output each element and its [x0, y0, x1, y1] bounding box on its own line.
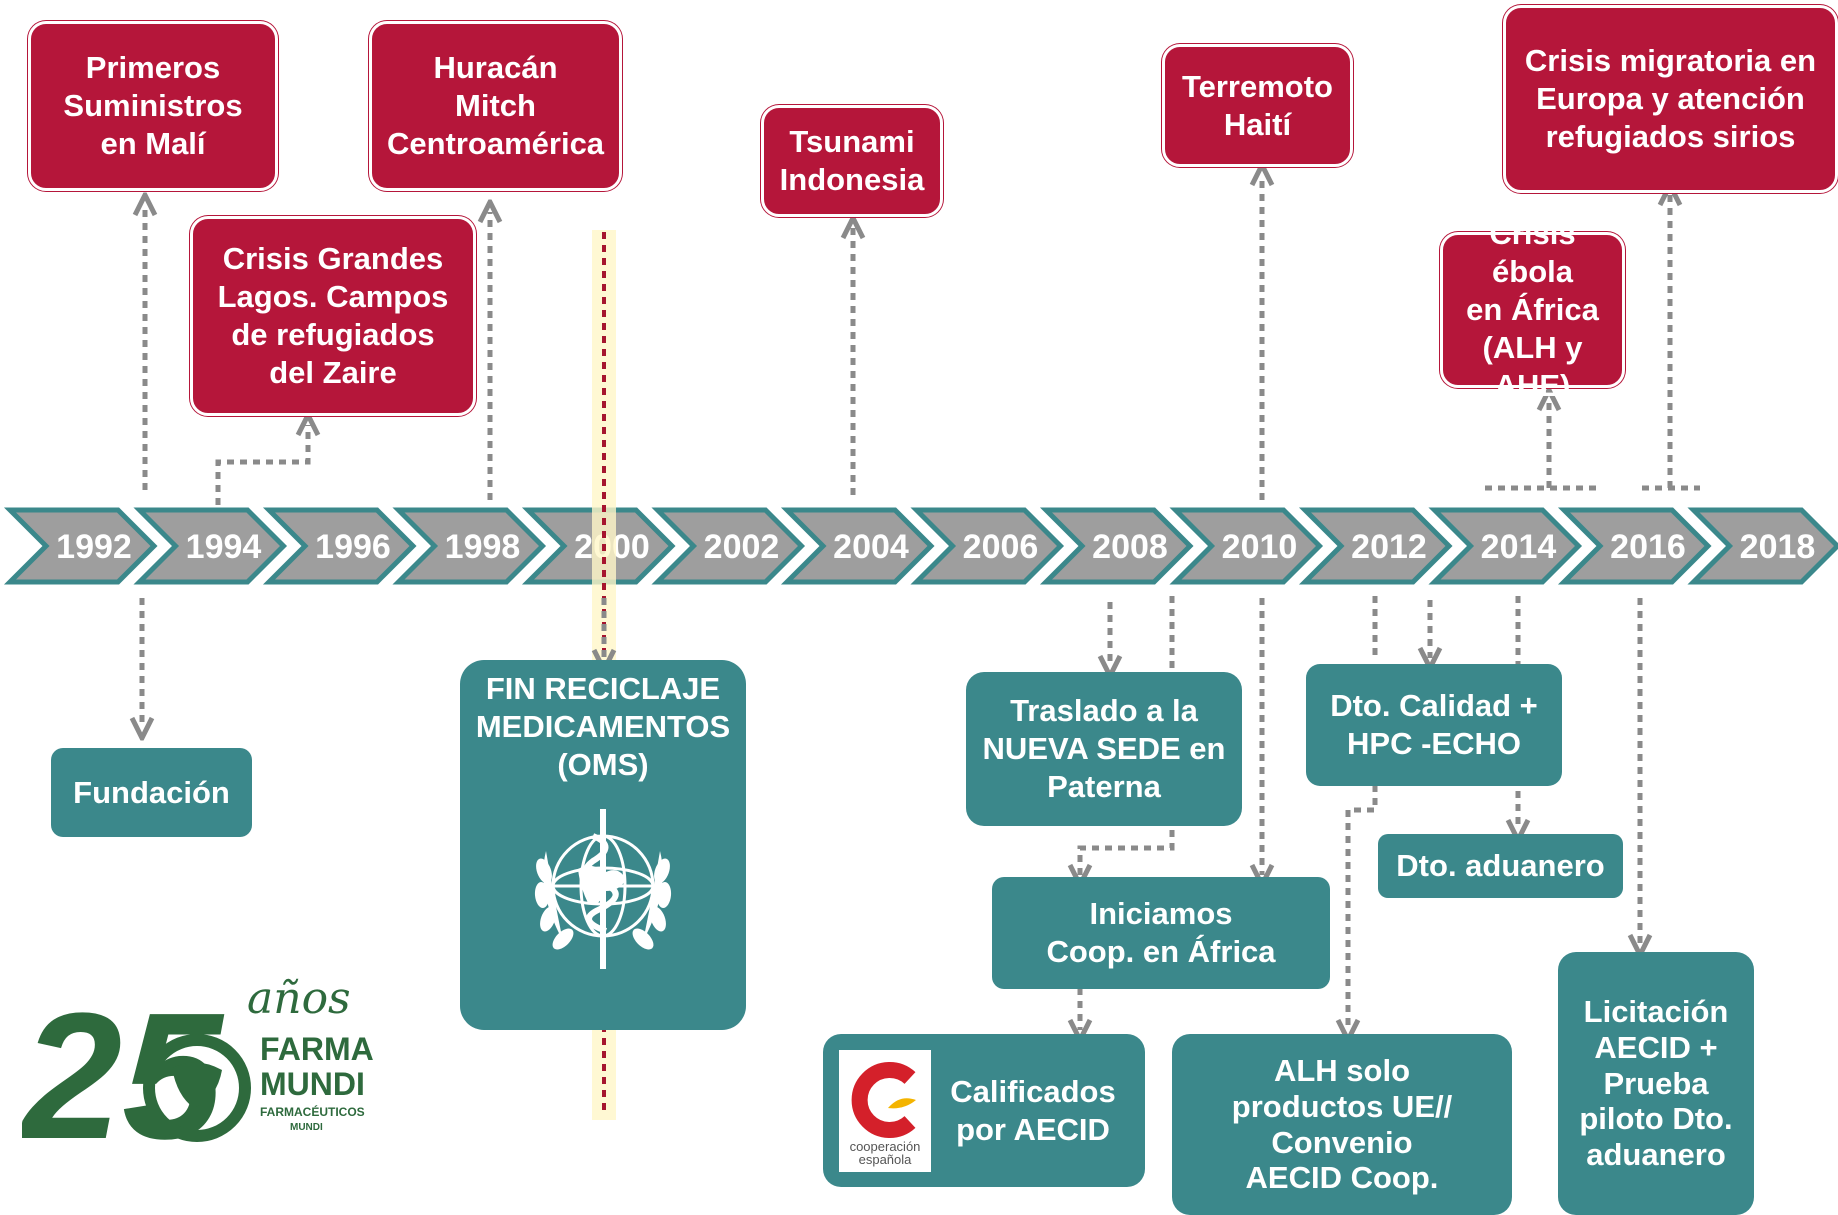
logo-globe [143, 1034, 251, 1142]
who-emblem-icon [534, 809, 672, 970]
timeline-chevron-2014 [1428, 507, 1583, 585]
year-label-2018: 2018 [1740, 528, 1816, 566]
year-label-1996: 1996 [315, 528, 391, 566]
year-label-2014: 2014 [1481, 528, 1557, 566]
milestone-licitacion-aecid: Licitación AECID + Prueba piloto Dto. ad… [1558, 952, 1754, 1215]
connector-migratoria [1642, 195, 1700, 491]
anniversary-logo-icon: 25 años FARMA MUNDI FARMACÉUTICOS MUNDI [22, 973, 374, 1158]
milestone-calificados-aecid: cooperación española Calificados por AEC… [823, 1034, 1145, 1187]
year-label-1994: 1994 [186, 528, 262, 566]
oms-text: FIN RECICLAJE MEDICAMENTOS (OMS) [475, 671, 731, 782]
event-tsunami-indonesia: Tsunami Indonesia [761, 105, 943, 217]
milestone-oms: FIN RECICLAJE MEDICAMENTOS (OMS) [460, 660, 746, 1030]
year-label-2006: 2006 [963, 528, 1039, 566]
event-crisis-ebola: Crisis ébola en África (ALH y AHE) [1440, 216, 1625, 403]
logo-brand1: FARMA [260, 1031, 374, 1067]
year-label-1992: 1992 [56, 528, 132, 566]
event-crisis-grandes-lagos: Crisis Grandes Lagos. Campos de refugiad… [190, 216, 476, 416]
timeline-chevron-1998 [392, 507, 547, 585]
coop-logo-line1: cooperación [849, 1139, 921, 1155]
year-label-2016: 2016 [1610, 528, 1686, 566]
timeline-chevron-2018 [1687, 507, 1838, 585]
timeline-chevron-2012 [1298, 507, 1453, 585]
connector-africa [1080, 596, 1175, 875]
event-huracan-mitch: Huracán Mitch Centroamérica [369, 21, 622, 191]
coop-logo-line2: española [858, 1152, 912, 1168]
connector-2012-alh [1348, 596, 1378, 1030]
timeline-chevron-2002 [651, 507, 806, 585]
milestone-fundacion: Fundación [51, 748, 252, 837]
timeline-chevron-2016 [1557, 507, 1712, 585]
connector-ebola [1485, 400, 1600, 491]
milestone-traslado-sede: Traslado a la NUEVA SEDE en Paterna [966, 672, 1242, 826]
timeline-chevron-1996 [262, 507, 417, 585]
milestone-iniciamos-africa: Iniciamos Coop. en África [992, 877, 1330, 989]
milestone-dto-calidad: Dto. Calidad + HPC -ECHO [1306, 664, 1562, 786]
cooperacion-espanola-logo-icon: cooperación española [839, 1049, 931, 1172]
year-label-2010: 2010 [1222, 528, 1298, 566]
year-label-2012: 2012 [1351, 528, 1427, 566]
logo-subtitle2: MUNDI [290, 1122, 323, 1133]
timeline-chevron-2006 [910, 507, 1065, 585]
timeline-chevron-1992 [3, 507, 158, 585]
logo-script: años [247, 973, 351, 1024]
year-label-2002: 2002 [704, 528, 780, 566]
year-label-2008: 2008 [1092, 528, 1168, 566]
milestone-alh-productos-ue: ALH solo productos UE// Convenio AECID C… [1172, 1034, 1512, 1215]
logo-subtitle: FARMACÉUTICOS [260, 1104, 365, 1119]
event-terremoto-haiti: Terremoto Haití [1162, 44, 1353, 167]
year-label-1998: 1998 [445, 528, 521, 566]
milestone-dto-aduanero: Dto. aduanero [1378, 834, 1623, 898]
logo-brand2: MUNDI [260, 1066, 365, 1102]
timeline-chevron-2010 [1169, 507, 1324, 585]
timeline-chevron-1994 [133, 507, 288, 585]
year-label-2004: 2004 [833, 528, 909, 566]
timeline-chevron-2004 [780, 507, 935, 585]
aecid-text: Calificados por AECID [950, 1073, 1116, 1147]
event-crisis-migratoria: Crisis migratoria en Europa y atención r… [1503, 5, 1838, 193]
connector-grandes-lagos [215, 425, 308, 505]
event-primeros-suministros: Primeros Suministros en Malí [28, 21, 278, 191]
timeline-chevron-2008 [1039, 507, 1194, 585]
